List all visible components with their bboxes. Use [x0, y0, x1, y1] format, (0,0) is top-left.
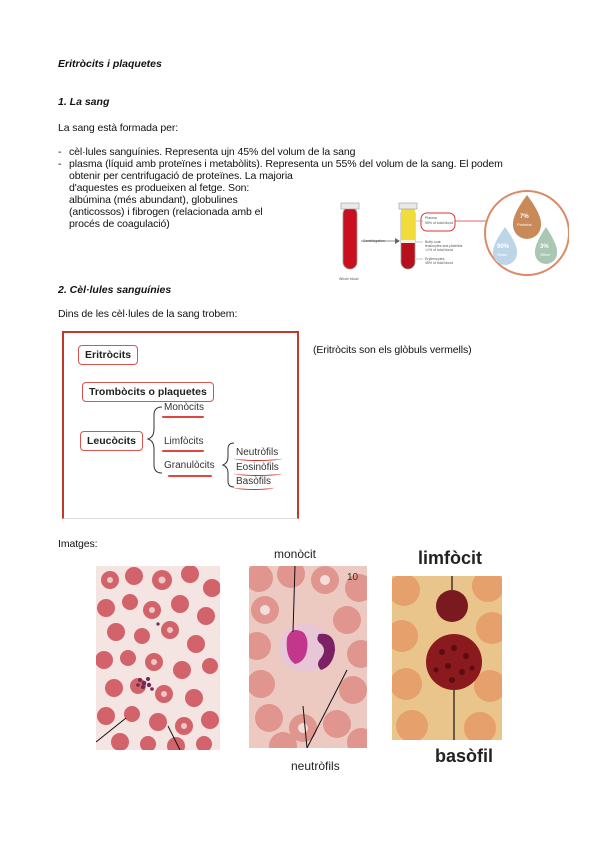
blood-cells-diagram: Eritròcits Trombòcits o plaquetes Leucòc…: [62, 331, 299, 519]
drop-other-pct: 3%: [540, 244, 549, 250]
diagram-granulocits: Granulòcits: [164, 460, 215, 471]
diagram-eritrocits: Eritròcits: [78, 345, 139, 365]
erythrocyte-note: (Eritròcits son els glòbuls vermells): [313, 344, 472, 356]
drop-proteins-label: Proteins: [517, 222, 532, 227]
diagram-trombocits: Trombòcits o plaquetes: [82, 382, 214, 402]
blood-smear-photo-3: [386, 570, 508, 744]
bullet-plasma-line4: albúmina (més abundant), globulines: [69, 194, 238, 206]
bullet-plasma-line3: d'aquestes es produeixen al fetge. Son:: [69, 182, 250, 194]
bullet-plasma-line2: obtenir per centrifugació de proteïnes. …: [69, 170, 293, 182]
fig-label-buffy-pct: <1% of total blood: [425, 248, 454, 252]
diagram-leucocits: Leucòcits: [80, 431, 144, 451]
fig-label-rbc-pct: 45% of total blood: [425, 261, 454, 265]
section-1-intro: La sang està formada per:: [58, 122, 179, 134]
section-2-heading: 2. Cèl·lules sanguínies: [58, 284, 172, 296]
images-label: Imatges:: [58, 538, 98, 550]
page-title: Eritròcits i plaquetes: [58, 58, 162, 70]
caption-monocit: monòcit: [274, 547, 317, 561]
drop-proteins-pct: 7%: [520, 214, 529, 220]
underline: [162, 450, 204, 452]
diagram-eosinofils: Eosinòfils: [236, 462, 279, 473]
caption-limfocit: limfòcit: [418, 548, 483, 568]
drop-water-label: Water: [497, 252, 508, 257]
fig-label-buffy: Buffy coat: [425, 240, 441, 244]
underline: [168, 475, 212, 477]
bullet-plasma-line1: plasma (líquid amb proteïnes i metabòlit…: [69, 158, 503, 170]
bullet-plasma-line6: procés de coagulació): [69, 218, 170, 230]
bullet-mark: -: [58, 146, 62, 158]
section-2-intro: Dins de les cèl·lules de la sang trobem:: [58, 308, 238, 320]
underline: [234, 485, 274, 490]
diagram-monocits: Monòcits: [164, 402, 205, 413]
drop-other-label: Other: [540, 252, 551, 257]
blood-tubes-illustration: [340, 190, 570, 276]
diagram-braces: [146, 406, 235, 488]
underline: [162, 416, 204, 418]
fig-label-buffy-sub: leukocytes and platelets: [425, 244, 463, 248]
section-1-heading: 1. La sang: [58, 96, 110, 108]
photo-number: 10: [347, 572, 359, 583]
fig-label-whole-blood: Whole blood: [339, 277, 359, 281]
bullet-mark: -: [58, 158, 62, 170]
caption-basofil: basòfil: [435, 746, 494, 766]
diagram-neutrofils: Neutròfils: [236, 447, 279, 458]
diagram-limfocits: Limfòcits: [164, 436, 204, 447]
bullet-cells: cèl·lules sanguínies. Representa ujn 45%…: [69, 146, 356, 158]
caption-neutrofils: neutròfils: [291, 759, 340, 773]
fig-label-plasma: Plasma: [425, 216, 437, 220]
blood-smear-photo-1: [95, 565, 221, 755]
underline: [234, 471, 282, 476]
blood-smear-photo-2: 10: [243, 560, 375, 760]
underline: [234, 456, 282, 461]
drop-water-pct: 90%: [497, 244, 510, 250]
diagram-basofils: Basòfils: [236, 476, 272, 487]
fig-label-rbc: Erythrocytes: [425, 257, 445, 261]
bullet-plasma-line5: (anticossos) i fibrogen (relacionada amb…: [69, 206, 263, 218]
fig-label-plasma-pct: 55% of total blood: [425, 221, 454, 225]
fig-label-centrifugation: Centrifugation: [363, 239, 385, 243]
blood-composition-figure: Centrifugation Whole blood Plasma 55% of…: [337, 183, 570, 283]
